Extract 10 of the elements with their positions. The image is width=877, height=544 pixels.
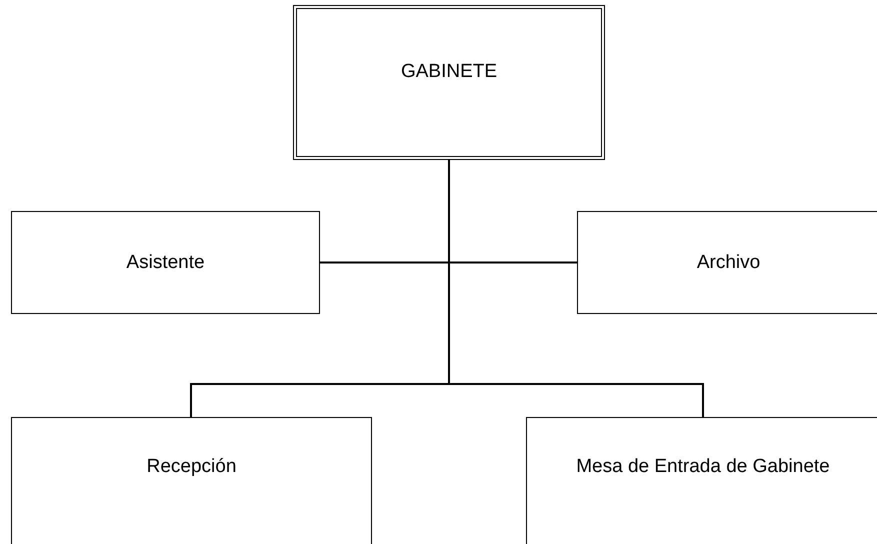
unit-name: Archivo (696, 252, 760, 274)
unit-box (11, 211, 320, 314)
title-box (293, 5, 605, 160)
unit-name: GABINETE (400, 61, 498, 83)
unit-box (526, 417, 877, 544)
unit-name: Asistente (126, 252, 205, 274)
unit-name: Recepción (146, 456, 236, 478)
unit-box (11, 417, 372, 544)
unit-box (577, 211, 877, 314)
unit-name: Mesa de Entrada de Gabinete (576, 456, 830, 478)
